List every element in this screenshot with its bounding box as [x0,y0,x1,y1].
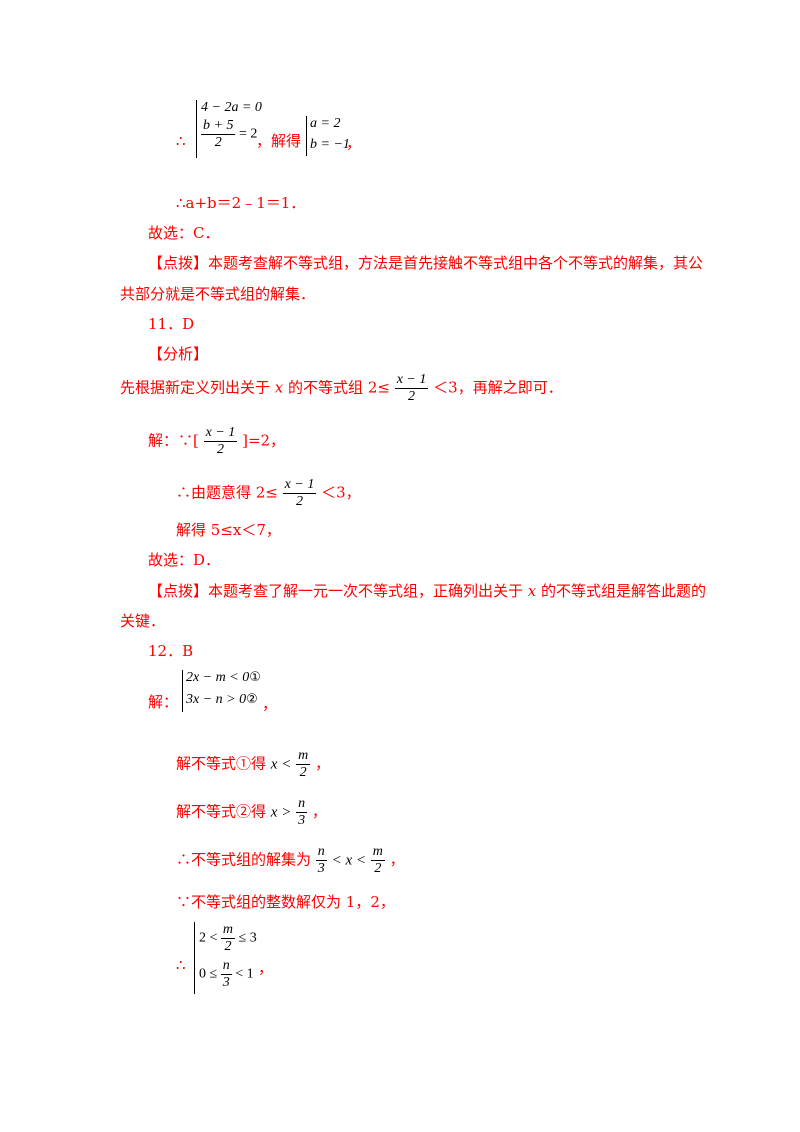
q12-s2-den: 3 [298,813,306,828]
q11-tip-var-x: x [527,582,537,600]
q12-s3-m: m [372,844,383,859]
q12-eq1-text: 2x − m < 0 [186,670,250,685]
solve-label-1: ，解得 [256,132,302,150]
q12-s1-var: x < [270,756,292,773]
q12-s5-l2-frac: n 3 [220,958,232,991]
q12-s5-l1-frac: m 2 [220,922,236,955]
q12-eq2-text: 3x − n > 0 [186,692,247,707]
q12-s3-frac-n: n 3 [315,844,327,877]
q12-s3-pre: ∴不等式组的解集为 [176,850,312,869]
q12-sol-label: 解： [148,693,179,711]
q12-eq-tail: ， [262,695,278,713]
q11-sol-fraction: x − 1 2 [203,425,238,458]
q11-sol-frac-den: 2 [216,442,224,457]
q12-eq1-mark: ① [249,670,261,685]
q12-s2-num: n [298,796,306,811]
q12-s1-den: 2 [299,765,307,780]
tip-1-line-b: 共部分就是不等式组的解集． [120,285,316,303]
therefore-symbol-1: ∴ [176,132,186,150]
q11-analysis-pre: 先根据新定义列出关于 [120,378,271,397]
system-brace-1 [196,100,197,158]
q11-tip-a: 【点拨】本题考查了解一元一次不等式组，正确列出关于 x 的不等式组是解答此题的 [148,581,706,601]
q12-header: 12．B [148,642,194,660]
q11-sol-post: ]=2， [242,431,286,450]
solution-brace-1 [306,116,307,156]
q12-s5-l1-den: 2 [224,939,232,954]
eq2-numerator: b + 5 [203,118,234,133]
q12-s5-line1: 2 < m 2 ≤ 3 [199,922,257,955]
solution-b: b = −1 [310,137,350,152]
q11-sol-pre: 解：∵[ [148,431,199,450]
solution-tail-1: ， [346,134,362,152]
choice-c: 故选：C． [148,224,220,242]
q12-s5-l2-num: n [222,958,230,973]
q12-system-brace [182,670,183,712]
q12-s2-var: x > [270,804,292,821]
q12-s3-frac-m: m 2 [370,844,385,877]
q12-s3-3: 3 [317,861,325,876]
q11-tip-a-pre: 【点拨】本题考查了解一元一次不等式组，正确列出关于 [148,582,524,600]
q12-eq2: 3x − n > 0② [186,692,258,708]
line-a-plus-b: ∴a+b＝2﹣1＝1． [176,194,306,212]
q11-var-x: x [274,378,284,397]
q12-s5-l2-pre: 0 ≤ [199,966,218,982]
q12-s5-therefore: ∴ [176,956,186,974]
q11-analysis-fraction: x − 1 2 [394,372,429,405]
q12-step2: 解不等式②得 x > n 3 ， [176,796,327,829]
q11-analysis-mid: 的不等式组 2≤ [288,378,390,397]
q12-s1-tail: ， [315,754,331,773]
q12-s5-line2: 0 ≤ n 3 < 1 [199,958,254,991]
eq2-fraction: b + 5 2 [201,118,236,151]
q12-s3-mid: < x < [331,852,366,869]
q12-s3-2: 2 [374,861,382,876]
q12-s5-brace [194,922,195,994]
q11-step2-post: ＜3， [321,483,361,502]
q11-header: 11．D [148,315,195,333]
q12-s5-l1-pre: 2 < [199,930,218,946]
q11-step2-pre: ∴由题意得 2≤ [176,483,278,502]
q12-s2-fraction: n 3 [296,796,308,829]
q12-s5-l1-num: m [222,922,234,937]
q12-step1: 解不等式①得 x < m 2 ， [176,748,330,781]
q11-solution: 解：∵[ x − 1 2 ]=2， [148,425,285,458]
q12-step4: ∵不等式组的整数解仅为 1，2， [176,893,395,911]
q12-eq2-mark: ② [246,692,258,707]
q11-choice: 故选：D． [148,551,221,569]
q11-sol-frac-num: x − 1 [205,425,236,440]
system-eq1: 4 − 2a = 0 [201,100,262,115]
q12-s5-tail: ， [258,959,274,977]
q11-step2-frac-den: 2 [296,494,303,509]
q12-s1-pre: 解不等式①得 [176,754,267,773]
q11-tip-b: 关键． [120,612,166,630]
q11-step3: 解得 5≤x＜7， [176,521,281,539]
q12-s3-tail: ， [389,850,405,869]
q12-s5-l1-post: ≤ 3 [238,930,257,946]
q11-frac-den: 2 [408,389,416,404]
q11-step2-fraction: x − 1 2 [282,477,317,510]
q12-s1-fraction: m 2 [296,748,311,781]
system-eq2: b + 5 2 = 2 [201,118,257,151]
q11-frac-num: x − 1 [396,372,427,387]
q11-tip-a-post: 的不等式组是解答此题的 [541,582,707,600]
q12-s2-pre: 解不等式②得 [176,802,267,821]
q12-step3: ∴不等式组的解集为 n 3 < x < m 2 ， [176,844,405,877]
q12-s1-num: m [298,748,309,763]
q12-s5-l2-den: 3 [222,975,230,990]
q11-step2-frac-num: x − 1 [284,477,315,492]
q11-analysis-post: ＜3，再解之即可． [433,378,563,397]
eq2-rhs: = 2 [238,126,258,142]
q12-s5-l2-post: < 1 [235,966,254,982]
q11-analysis: 先根据新定义列出关于 x 的不等式组 2≤ x − 1 2 ＜3，再解之即可． [120,372,563,405]
q12-s2-tail: ， [311,802,327,821]
q12-s3-n: n [317,844,325,859]
eq2-denominator: 2 [214,135,222,150]
tip-1-line-a: 【点拨】本题考查解不等式组，方法是首先接触不等式组中各个不等式的解集，其公 [148,254,704,272]
q12-eq1: 2x − m < 0① [186,670,261,686]
q11-analysis-label: 【分析】 [148,345,209,363]
q11-step2: ∴由题意得 2≤ x − 1 2 ＜3， [176,477,361,510]
solution-a: a = 2 [310,116,341,131]
